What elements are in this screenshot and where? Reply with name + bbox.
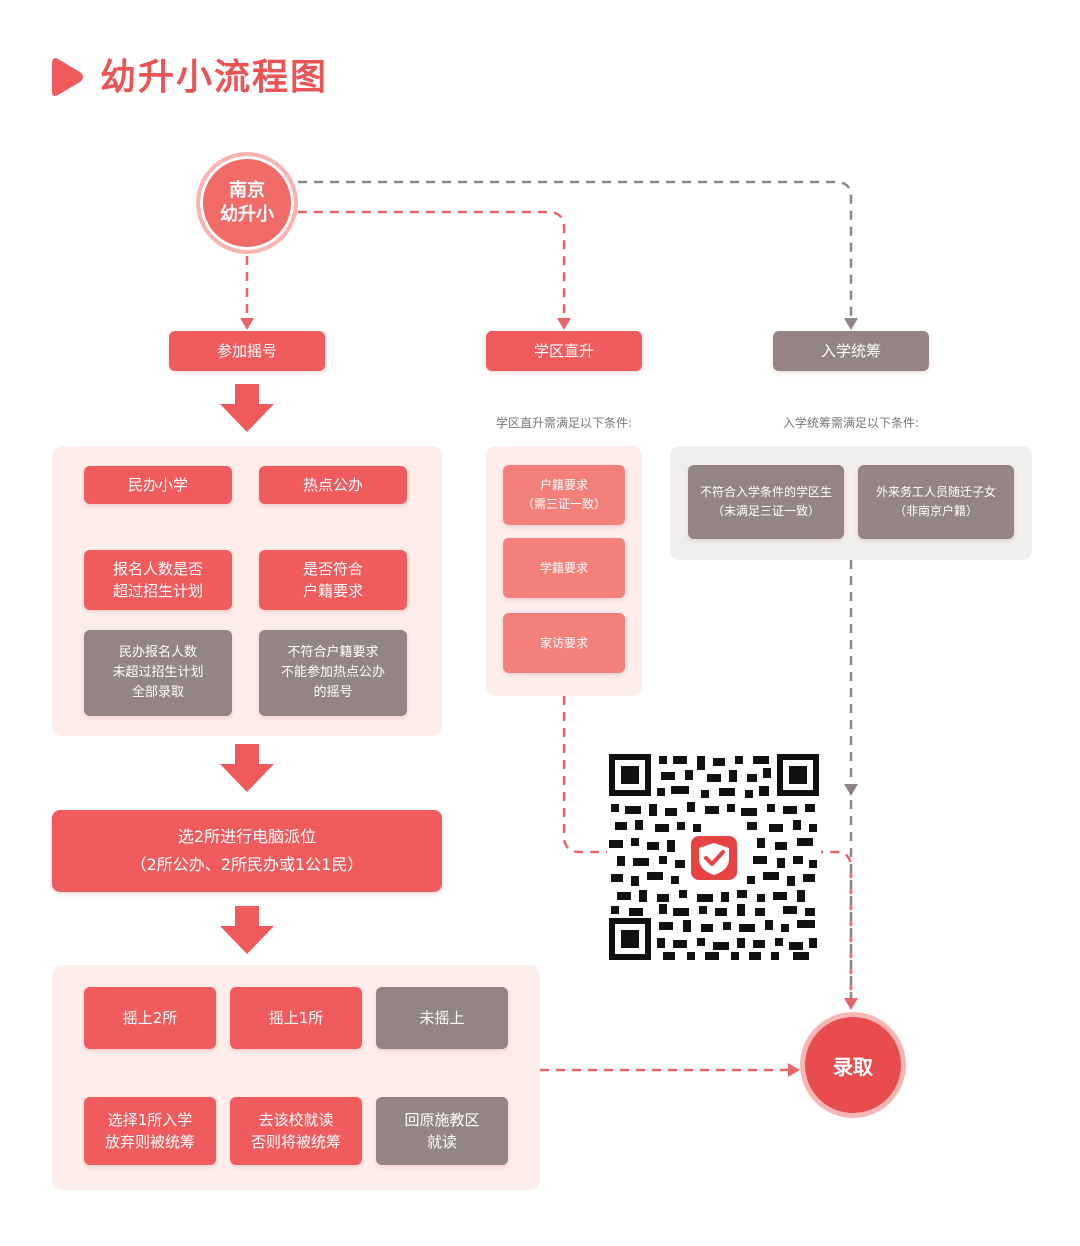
result-one-box: 摇上1所 — [230, 987, 362, 1049]
connector-start-coordination — [298, 180, 853, 318]
coordination-cond1-box: 不符合入学条件的学区生 （未满足三证一致） — [688, 465, 844, 539]
branch-lottery: 参加摇号 — [169, 331, 325, 371]
public-check-line1: 是否符合 — [302, 560, 363, 578]
end-node: 录取 — [800, 1012, 906, 1118]
arrowhead — [844, 784, 858, 796]
result-two-box: 摇上2所 — [84, 987, 216, 1049]
connector-start-district — [298, 210, 566, 318]
qr-code — [607, 752, 821, 962]
cond2-line1: 外来务工人员随迁子女 — [875, 485, 996, 499]
result-none-action: 回原施教区 就读 — [376, 1097, 508, 1165]
arrowhead — [240, 318, 254, 330]
private-note-line3: 全部录取 — [131, 685, 184, 700]
down-arrow — [220, 744, 274, 792]
private-note-box: 民办报名人数 未超过招生计划 全部录取 — [84, 630, 232, 716]
visit-requirement-box: 家访要求 — [503, 613, 625, 673]
result-none-action-line2: 就读 — [426, 1133, 457, 1151]
result-one-action: 去该校就读 否则将被统筹 — [230, 1097, 362, 1165]
arrowhead — [788, 1063, 800, 1077]
public-note-box: 不符合户籍要求 不能参加热点公办 的摇号 — [259, 630, 407, 716]
start-node: 南京 幼升小 — [196, 152, 298, 254]
coordination-caption: 入学统筹需满足以下条件: — [782, 416, 920, 430]
result-one-action-line1: 去该校就读 — [258, 1111, 334, 1129]
result-none-action-line1: 回原施教区 — [404, 1111, 480, 1129]
arrowhead — [844, 318, 858, 330]
result-two-action: 选择1所入学 放弃则被统筹 — [84, 1097, 216, 1165]
assignment-line1: 选2所进行电脑派位 — [177, 827, 317, 846]
start-node-line2: 幼升小 — [220, 204, 274, 225]
arrowhead — [844, 998, 858, 1010]
public-note-line1: 不符合户籍要求 — [287, 645, 379, 660]
coordination-cond2-box: 外来务工人员随迁子女 （非南京户籍） — [858, 465, 1014, 539]
branch-coordination: 入学统筹 — [773, 331, 929, 371]
public-note-line2: 不能参加热点公办 — [280, 665, 385, 680]
down-arrow — [220, 384, 274, 432]
hukou-line2: （需三证一致） — [521, 497, 606, 511]
public-note-line3: 的摇号 — [313, 685, 353, 700]
private-check-line1: 报名人数是否 — [112, 560, 203, 578]
assignment-box: 选2所进行电脑派位 （2所公办、2所民办或1公1民） — [52, 810, 442, 892]
private-check-box: 报名人数是否 超过招生计划 — [84, 550, 232, 610]
cond1-line2: （未满足三证一致） — [711, 504, 820, 518]
district-caption: 学区直升需满足以下条件: — [495, 416, 633, 430]
arrowhead — [557, 318, 571, 330]
result-none-box: 未摇上 — [376, 987, 508, 1049]
public-check-box: 是否符合 户籍要求 — [259, 550, 407, 610]
result-two-action-line1: 选择1所入学 — [107, 1111, 193, 1129]
page-title: 幼升小流程图 — [100, 57, 329, 98]
private-school-box: 民办小学 — [84, 466, 232, 504]
public-check-line2: 户籍要求 — [302, 582, 363, 600]
start-node-line1: 南京 — [229, 180, 265, 201]
cond2-line2: （非南京户籍） — [893, 504, 978, 518]
play-icon — [52, 58, 83, 96]
private-note-line1: 民办报名人数 — [118, 645, 197, 660]
xueji-requirement-box: 学籍要求 — [503, 538, 625, 598]
result-two-action-line2: 放弃则被统筹 — [104, 1133, 195, 1151]
hukou-requirement-box: 户籍要求 （需三证一致） — [503, 465, 625, 525]
result-one-action-line2: 否则将被统筹 — [250, 1133, 341, 1151]
private-note-line2: 未超过招生计划 — [112, 665, 204, 680]
hot-public-box: 热点公办 — [259, 466, 407, 504]
hukou-line1: 户籍要求 — [539, 478, 588, 492]
private-check-line2: 超过招生计划 — [112, 582, 203, 600]
down-arrow — [220, 906, 274, 954]
assignment-line2: （2所公办、2所民办或1公1民） — [130, 855, 364, 874]
cond1-line1: 不符合入学条件的学区生 — [699, 485, 832, 499]
branch-district: 学区直升 — [486, 331, 642, 371]
